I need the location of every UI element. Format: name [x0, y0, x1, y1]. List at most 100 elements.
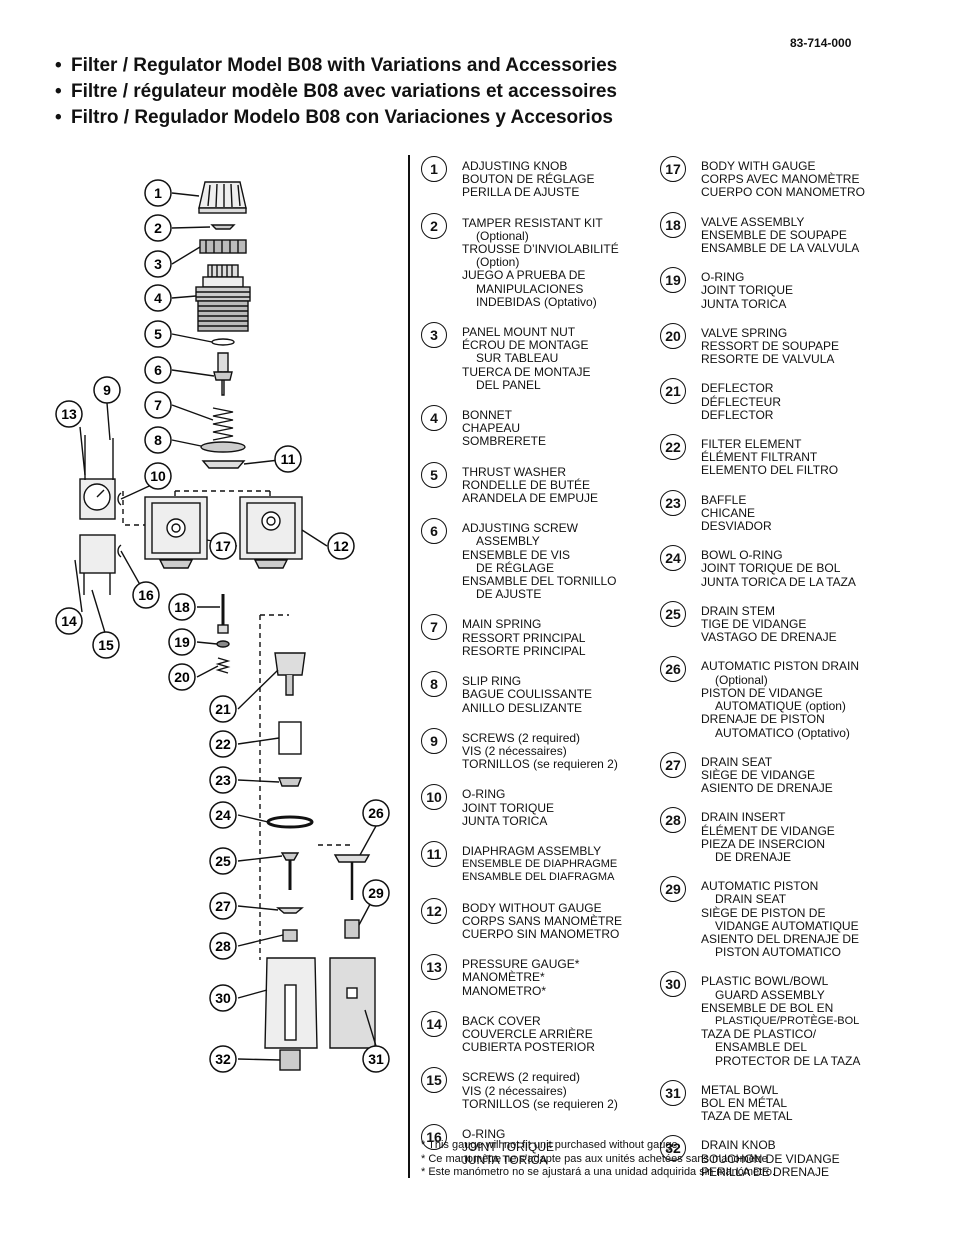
part-description: SCREWS (2 required)VIS (2 nécessaires)TO… — [462, 1067, 656, 1111]
part-description-line: DRAIN SEAT — [701, 754, 773, 769]
callout-7: 7 — [144, 391, 172, 419]
callout-15: 15 — [92, 631, 120, 659]
part-description-line: BONNET — [462, 408, 513, 423]
part-number-badge: 18 — [660, 211, 686, 238]
part-description-line: ARANDELA DE EMPUJE — [462, 491, 599, 506]
part-description-line: RESORTE DE VALVULA — [701, 352, 835, 367]
part-description-line: SLIP RING — [462, 674, 522, 689]
callout-label: 14 — [61, 613, 77, 629]
part-description-line: ÉLÉMENT FILTRANT — [701, 450, 818, 465]
title-text: Filtro / Regulador Modelo B08 con Variac… — [71, 107, 614, 128]
part-description-line: ENSAMBLE DEL TORNILLO — [462, 574, 617, 589]
title-english: •Filter / Regulator Model B08 with Varia… — [55, 53, 617, 79]
callout-label: 2 — [154, 220, 162, 236]
part-number-badge: 1 — [421, 156, 447, 182]
part-description-line: ENSEMBLE DE VIS — [462, 547, 571, 562]
part-description-line: ENSAMBLE DE LA VALVULA — [701, 241, 860, 256]
part-description-line: MAIN SPRING — [462, 617, 542, 632]
part-description-line: JUNTA TORICA — [462, 813, 548, 828]
part-description-line: JUNTA TORICA — [462, 1153, 548, 1168]
part-description-line: DIAPHRAGM ASSEMBLY — [462, 843, 602, 858]
part-description-line: O-RING — [462, 787, 506, 802]
callout-label: 4 — [154, 290, 162, 306]
callout-6: 6 — [144, 356, 172, 384]
part-description-line: ENSAMBLE DEL — [715, 1040, 808, 1055]
part-description-line: AUTOMATICO (Optativo) — [715, 725, 850, 740]
part-description-line: AUTOMATIC PISTON — [701, 879, 819, 894]
part-number-badge: 4 — [421, 405, 447, 432]
part-description-line: ASSEMBLY — [476, 534, 540, 549]
part-description-line: PERILLA DE AJUSTE — [462, 185, 580, 200]
part-description-line: DRAIN SEAT — [715, 892, 787, 907]
part-number-badge: 6 — [421, 518, 447, 545]
callout-29: 29 — [362, 879, 390, 907]
part-description-line: METAL BOWL — [701, 1082, 779, 1097]
callout-31: 31 — [362, 1045, 390, 1073]
part-description-line: GUARD ASSEMBLY — [715, 987, 825, 1002]
part-number-badge: 23 — [660, 489, 686, 516]
part-description-line: CUBIERTA POSTERIOR — [462, 1040, 595, 1055]
part-description-line: DRAIN STEM — [701, 603, 776, 618]
part-number-badge: 32 — [660, 1135, 686, 1162]
callout-24: 24 — [209, 801, 237, 829]
part-description-line: DEFLECTOR — [701, 407, 774, 422]
part-description-line: VIDANGE AUTOMATIQUE — [715, 918, 859, 933]
part-description-line: TORNILLOS (se requieren 2) — [462, 757, 618, 772]
part-description-line: MANOMÈTRE* — [462, 970, 545, 985]
part-description-line: TAZA DE PLASTICO/ — [701, 1027, 817, 1042]
part-description-line: DE AJUSTE — [476, 587, 542, 602]
title-french: •Filtre / régulateur modèle B08 avec var… — [55, 79, 617, 105]
callout-20: 20 — [168, 663, 196, 691]
callout-label: 5 — [154, 326, 162, 342]
callout-label: 7 — [154, 397, 162, 413]
title-bullet: • — [55, 81, 62, 102]
part-description: PRESSURE GAUGE*MANOMÈTRE*MANOMETRO* — [462, 954, 656, 998]
callout-5: 5 — [144, 320, 172, 348]
callout-16: 16 — [132, 581, 160, 609]
part-number-badge: 14 — [421, 1010, 447, 1037]
part-description-line: RONDELLE DE BUTÉE — [462, 477, 591, 492]
callout-label: 24 — [215, 807, 231, 823]
part-description-line: JOINT TORIQUE DE BOL — [701, 561, 841, 576]
part-description-line: CUERPO CON MANOMETRO — [701, 185, 866, 200]
part-number-badge: 30 — [660, 971, 686, 998]
part-description-line: CHICANE — [701, 505, 756, 520]
callout-label: 11 — [281, 451, 296, 467]
part-description-line: PRESSURE GAUGE* — [462, 957, 580, 972]
part-description-line: DEL PANEL — [476, 377, 541, 392]
part-description-line: DE DRENAJE — [715, 849, 792, 864]
callout-12: 12 — [327, 532, 355, 560]
part-number-badge: 16 — [421, 1123, 447, 1150]
part-description-line: DRAIN INSERT — [701, 810, 786, 825]
callout-label: 32 — [215, 1051, 231, 1067]
part-description-line: SUR TABLEAU — [476, 351, 559, 366]
callout-11: 11 — [274, 445, 302, 473]
part-description-line: DRAIN KNOB — [701, 1138, 776, 1153]
part-description-line: TORNILLOS (se requieren 2) — [462, 1096, 618, 1111]
part-description-line: JOINT TORIQUE — [462, 800, 555, 815]
callout-23: 23 — [209, 766, 237, 794]
part-description-line: BOUTON DE RÉGLAGE — [462, 172, 595, 187]
callout-18: 18 — [168, 593, 196, 621]
